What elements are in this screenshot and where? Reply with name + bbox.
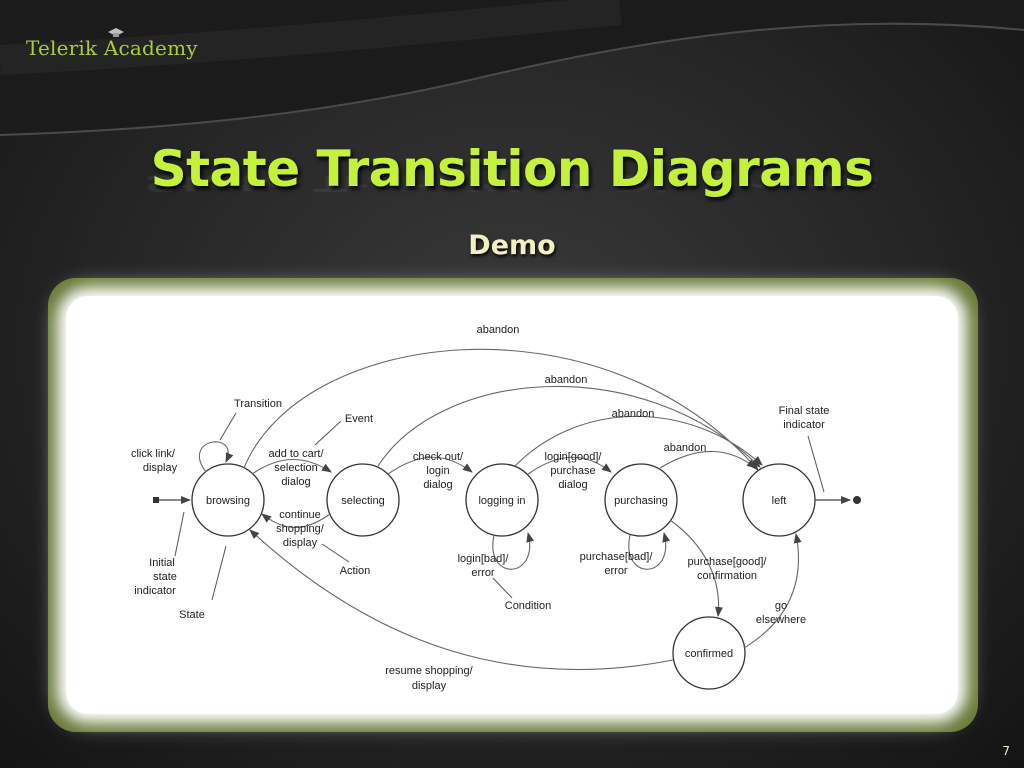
label-selecting: selecting [341, 495, 384, 507]
annotation-initial-3: indicator [134, 585, 176, 597]
state-logging-in [465, 463, 539, 537]
transition-purchase-bad [628, 532, 671, 570]
slide-title: State Transition Diagrams [150, 140, 874, 198]
label-left: left [772, 495, 787, 507]
text-purchase-bad-2: error [604, 565, 628, 577]
transition-add-to-cart [251, 458, 332, 475]
text-login-good-3: dialog [558, 479, 587, 491]
transition-resume-shopping [249, 529, 674, 671]
text-check-out-2: login [426, 465, 449, 477]
slide-subtitle: Demo [468, 230, 556, 261]
text-abandon-2: abandon [545, 374, 588, 386]
transition-abandon-selecting [377, 386, 761, 468]
text-login-good-2: purchase [550, 465, 595, 477]
label-confirmed: confirmed [685, 648, 733, 660]
text-purchase-bad-1: purchase[bad]/ [580, 551, 654, 563]
text-add-to-cart-1: add to cart/ [268, 448, 324, 460]
text-check-out-1: check out/ [413, 451, 464, 463]
text-abandon-4: abandon [664, 442, 707, 454]
header-swoosh [0, 0, 1024, 136]
transition-continue-shopping [261, 513, 331, 528]
state-confirmed [672, 616, 746, 690]
text-add-to-cart-3: dialog [281, 476, 310, 488]
transition-go-elsewhere [743, 533, 802, 649]
text-abandon-3: abandon [612, 408, 655, 420]
graduation-cap-icon [108, 28, 124, 37]
logo: Telerik Academy [26, 28, 198, 60]
text-login-good-1: login[good]/ [545, 451, 603, 463]
text-click-link-2: display [143, 462, 178, 474]
text-continue-2: shopping/ [276, 523, 325, 535]
annotation-initial-2: state [153, 571, 177, 583]
text-purchase-good-1: purchase[good]/ [688, 556, 768, 568]
label-logging-in: logging in [478, 495, 525, 507]
state-browsing [191, 463, 265, 537]
transition-login-good [527, 456, 612, 475]
annotation-initial-1: Initial [149, 557, 175, 569]
text-go-elsewhere-2: elsewhere [756, 614, 806, 626]
text-resume-1: resume shopping/ [385, 665, 473, 677]
annotation-condition: Condition [505, 600, 551, 612]
pointer-transition [219, 412, 237, 441]
text-abandon-1: abandon [477, 324, 520, 336]
logo-text: Telerik Academy [26, 36, 198, 60]
text-login-bad-1: login[bad]/ [458, 553, 510, 565]
annotation-event: Event [345, 413, 373, 425]
pointer-event [314, 420, 342, 446]
text-add-to-cart-2: selection [274, 462, 317, 474]
transition-purchase-good [669, 519, 723, 617]
initial-state-indicator [153, 497, 159, 503]
transition-abandon-browsing [243, 348, 759, 471]
transition-abandon-logging-in [514, 415, 763, 467]
pointer-action [321, 543, 350, 563]
text-go-elsewhere-1: go [775, 600, 787, 612]
annotation-final-1: Final state [779, 405, 830, 417]
transition-abandon-purchasing [659, 450, 757, 469]
text-resume-2: display [412, 680, 447, 692]
pointer-initial [174, 511, 185, 557]
label-browsing: browsing [206, 495, 250, 507]
pointer-condition [492, 577, 513, 599]
annotation-final-2: indicator [783, 419, 825, 431]
text-continue-1: continue [279, 509, 321, 521]
pointer-final [807, 435, 825, 493]
transition-click-link [198, 441, 234, 473]
annotation-action: Action [340, 565, 371, 577]
text-check-out-3: dialog [423, 479, 452, 491]
text-login-bad-2: error [471, 567, 495, 579]
annotation-transition: Transition [234, 398, 282, 410]
pointer-state [211, 545, 227, 601]
text-purchase-good-2: confirmation [697, 570, 757, 582]
annotation-state: State [179, 609, 205, 621]
label-purchasing: purchasing [614, 495, 668, 507]
final-state-indicator [853, 496, 861, 504]
text-continue-3: display [283, 537, 318, 549]
page-number: 7 [1002, 744, 1010, 758]
state-purchasing [604, 463, 678, 537]
state-selecting [326, 463, 400, 537]
transition-check-out [387, 456, 473, 475]
text-click-link-1: click link/ [131, 448, 176, 460]
transition-login-bad [492, 532, 535, 570]
